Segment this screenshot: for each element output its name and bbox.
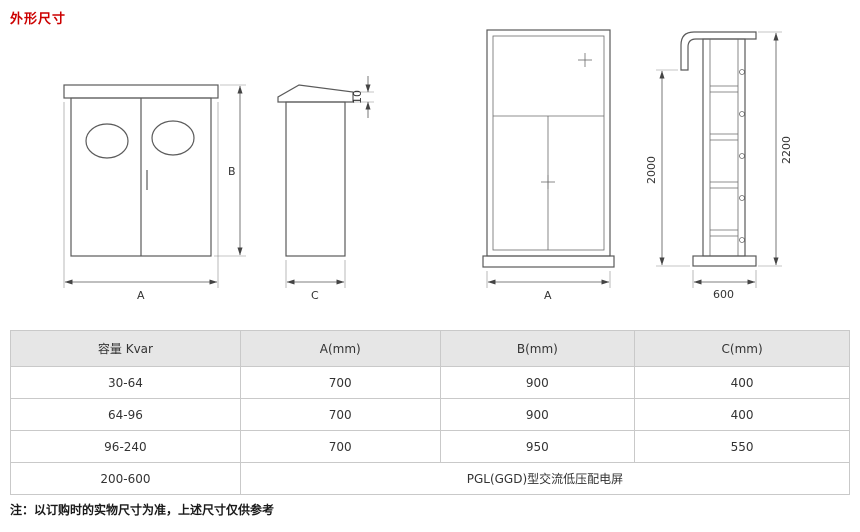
table-row: 64-96 700 900 400 [10,398,850,431]
header-capacity: 容量 Kvar [10,330,241,367]
side-body [285,101,346,257]
top-busbar-arm [680,31,757,71]
panel-side-view: 2000 2200 600 [645,31,793,301]
dim-label-c: C [311,289,319,302]
panel-column [702,38,746,257]
cell-dim-a: 700 [239,430,441,463]
dim-label-2200: 2200 [780,136,793,164]
dim-label-b: B [228,165,236,178]
dimensions-table: 容量 Kvar A(mm) B(mm) C(mm) 30-64 700 900 … [10,330,851,495]
dim-label-2000: 2000 [645,156,658,184]
bolt-hole [739,195,745,201]
header-dim-b: B(mm) [439,330,636,367]
outline-dimension-drawings: B A 10 C [63,29,793,302]
cell-capacity: 30-64 [10,366,241,399]
dimensions-table-container: 容量 Kvar A(mm) B(mm) C(mm) 30-64 700 900 … [10,330,851,495]
cell-dim-b: 950 [439,430,636,463]
door-window-right [151,120,195,156]
rain-cap [277,84,354,103]
cell-dim-b: 900 [439,366,636,399]
cell-capacity: 200-600 [10,462,241,495]
cell-capacity: 96-240 [10,430,241,463]
dim-label-a: A [137,289,145,302]
door-window-left [85,123,129,159]
panel-inner-frame [492,35,605,251]
table-header-row: 容量 Kvar A(mm) B(mm) C(mm) [10,330,850,367]
dim-label-10: 10 [351,90,364,104]
cell-dim-b: 900 [439,398,636,431]
panel-base [482,255,615,268]
cabinet-side-view: 10 C [277,76,374,302]
panel-outer-frame [486,29,611,257]
bolt-hole [739,237,745,243]
table-row: 200-600 PGL(GGD)型交流低压配电屏 [10,462,851,495]
cell-dim-c: 400 [634,398,850,431]
page-title: 外形尺寸 [10,12,67,27]
header-dim-a: A(mm) [239,330,441,367]
cell-panel-type-merged: PGL(GGD)型交流低压配电屏 [239,462,851,495]
cell-dim-c: 550 [634,430,850,463]
header-dim-c: C(mm) [634,330,850,367]
bolt-hole [739,153,745,159]
bolt-hole [739,111,745,117]
dim-label-600: 600 [713,288,734,301]
panel-front-view: A [482,29,615,302]
cell-dim-a: 700 [239,398,441,431]
cell-dim-c: 400 [634,366,850,399]
cell-dim-a: 700 [239,366,441,399]
cell-capacity: 64-96 [10,398,241,431]
footnote: 注：以订购时的实物尺寸为准，上述尺寸仅供参考 [10,503,275,517]
cabinet-front-view: B A [63,84,246,302]
table-row: 96-240 700 950 550 [10,430,850,463]
panel-side-base [692,255,757,267]
dim-label-a2: A [544,289,552,302]
bolt-hole [739,69,745,75]
table-row: 30-64 700 900 400 [10,366,850,399]
cabinet-top-cap [63,84,219,99]
